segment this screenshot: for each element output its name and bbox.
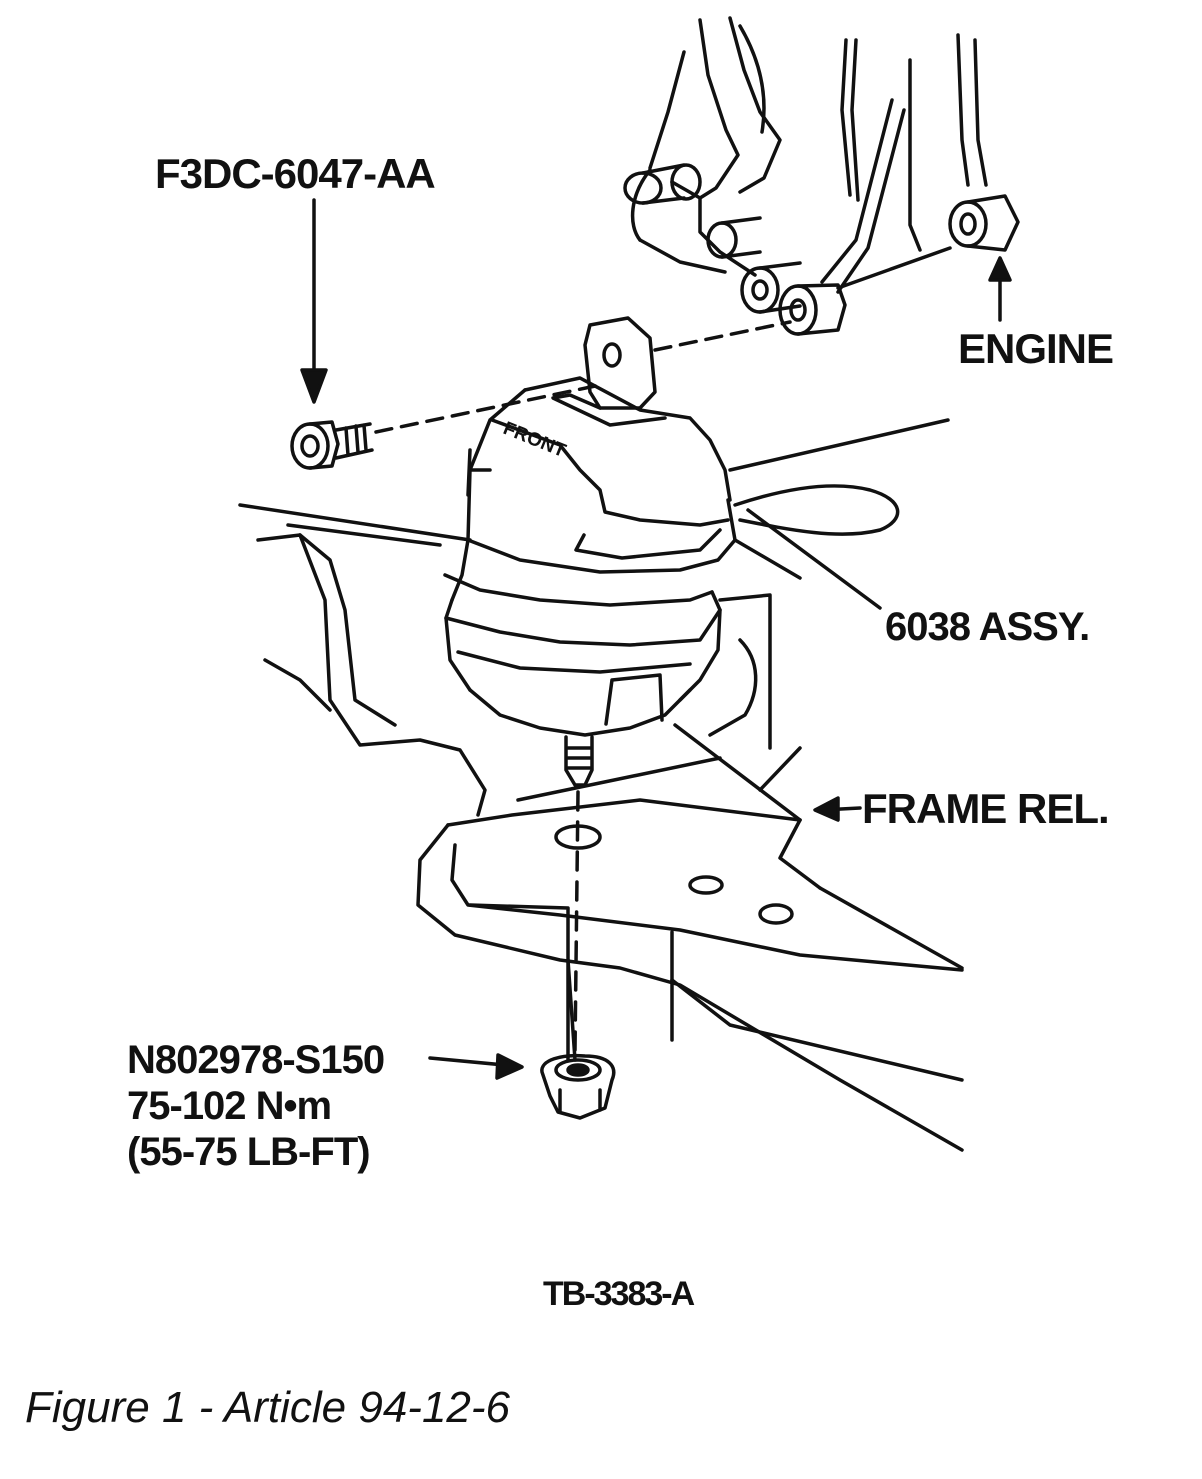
frame-label: FRAME REL.: [862, 785, 1110, 832]
bolt-part-number: F3DC-6047-AA: [155, 150, 436, 197]
bolt-alignment-dashes: [653, 320, 792, 352]
nut-icon: [428, 1053, 616, 1120]
frame-leader-arrow: [813, 796, 862, 822]
engine-bracket: [623, 16, 1020, 336]
torque-metric: 75-102 N•m: [127, 1084, 332, 1128]
torque-imperial: (55-75 LB-FT): [127, 1130, 371, 1174]
assy-leader-line: [746, 508, 882, 610]
bolt-icon: [290, 198, 602, 470]
mount-assy-label: 6038 ASSY.: [885, 605, 1090, 649]
engine-label: ENGINE: [958, 325, 1114, 372]
stud-alignment-dashes: [573, 790, 580, 1052]
engine-mount-assembly: [443, 316, 737, 787]
frame-crossmember: [238, 418, 964, 1152]
figure-caption: Figure 1 - Article 94-12-6: [25, 1383, 511, 1432]
nut-part-number: N802978-S150: [127, 1038, 385, 1082]
engine-leader-arrow: [988, 256, 1012, 322]
drawing-reference: TB-3383-A: [543, 1275, 695, 1313]
nut-spec-label: N802978-S150 75-102 N•m (55-75 LB-FT): [127, 1037, 385, 1175]
